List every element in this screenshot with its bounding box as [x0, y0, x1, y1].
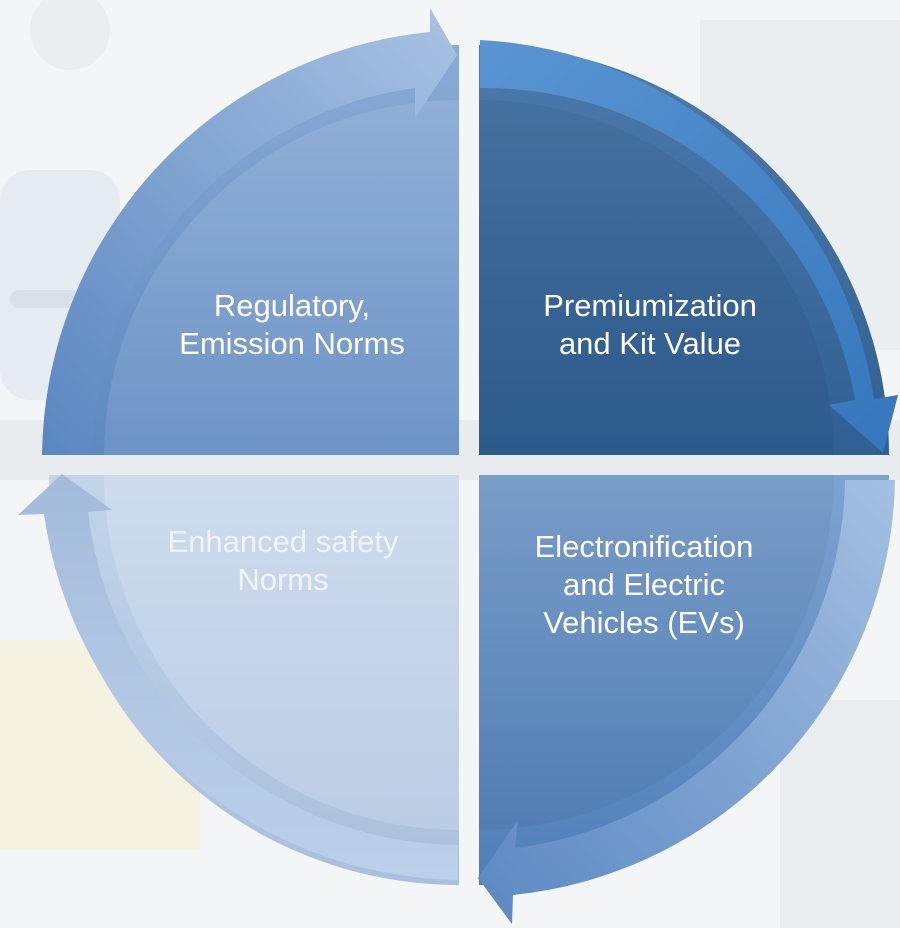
label-regulatory-emission-norms: Regulatory, Emission Norms: [179, 288, 405, 361]
quadrant-top-left: [49, 45, 459, 455]
label-electronification-evs: Electronification and Electric Vehicles …: [534, 529, 754, 640]
inner-arc-bottom-left: [104, 475, 459, 830]
arrow-bottom-right: [478, 480, 895, 924]
quadrant-bottom-left: [49, 475, 459, 885]
quadrant-bottom-right: [479, 475, 889, 885]
quadrant-top-right: [479, 45, 889, 455]
label-enhanced-safety-norms: Enhanced safety Norms: [167, 524, 399, 597]
inner-arc-top-right: [479, 100, 834, 455]
person-shape: [30, 0, 110, 70]
arrow-top-right: [480, 40, 898, 453]
arrow-bottom-left: [18, 474, 458, 880]
arrow-top-left: [42, 8, 457, 455]
inner-arc-top-left: [104, 100, 459, 455]
inner-arc-bottom-right: [479, 475, 834, 830]
label-premiumization-kit-value: Premiumization and Kit Value: [543, 288, 757, 361]
